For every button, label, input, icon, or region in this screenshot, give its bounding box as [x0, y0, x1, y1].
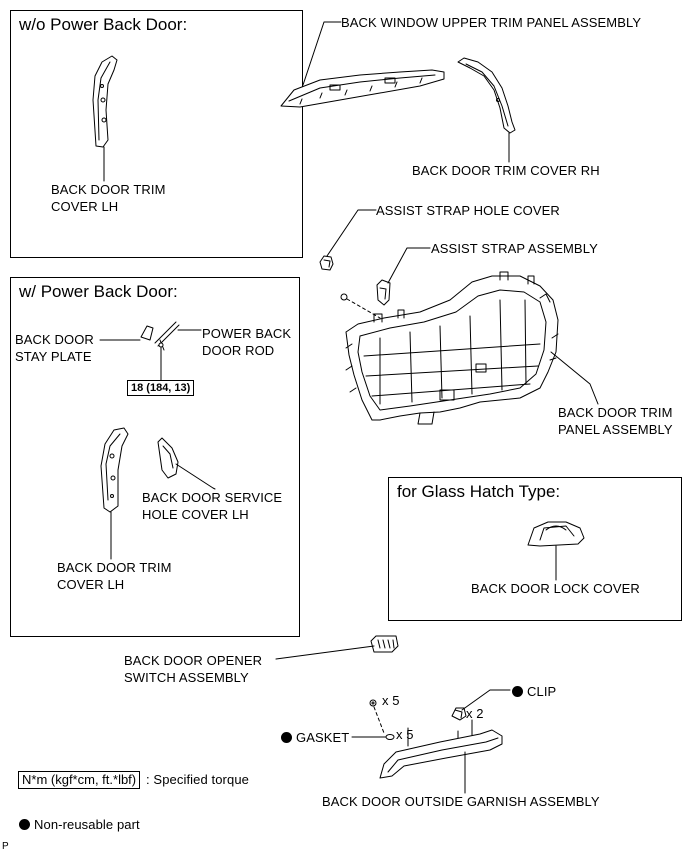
label-line-1: BACK DOOR OPENER — [124, 653, 263, 668]
label-back-door-stay-plate: BACK DOOR STAY PLATE — [15, 331, 94, 365]
label-line-2: SWITCH ASSEMBLY — [124, 670, 249, 685]
label-line-2: STAY PLATE — [15, 349, 92, 364]
trim-cover-lh-mid-part — [100, 427, 129, 513]
panel-glass-hatch-type: for Glass Hatch Type: — [388, 477, 682, 621]
stay-plate-and-rod-part — [140, 321, 180, 351]
leader-line — [275, 645, 375, 660]
trim-cover-lh-top-part — [92, 55, 118, 148]
label-line-1: POWER BACK — [202, 326, 292, 341]
label-back-door-trim-cover-lh-top: BACK DOOR TRIM COVER LH — [51, 181, 166, 215]
legend-nonreusable-text: Non-reusable part — [34, 817, 140, 832]
label-line-2: PANEL ASSEMBLY — [558, 422, 673, 437]
panel-title: w/o Power Back Door: — [19, 15, 188, 34]
label-power-back-door-rod: POWER BACK DOOR ROD — [202, 325, 291, 359]
label-assist-strap-assembly: ASSIST STRAP ASSEMBLY — [431, 241, 598, 256]
label-line-2: COVER LH — [51, 199, 119, 214]
leader-line — [326, 209, 377, 257]
panel-with-power-back-door: w/ Power Back Door: — [10, 277, 300, 637]
label-gasket-text: GASKET — [296, 730, 350, 745]
assist-strap-assembly-part — [376, 279, 391, 306]
service-hole-cover-part — [157, 437, 179, 479]
leader-line — [461, 689, 511, 711]
quantity-c: x 2 — [466, 706, 484, 721]
leader-line — [550, 351, 599, 405]
label-line-2: COVER LH — [57, 577, 125, 592]
legend-nonreusable: Non-reusable part — [19, 816, 140, 833]
opener-switch-part — [370, 635, 399, 653]
back-door-trim-panel-part — [345, 271, 559, 425]
legend-torque-unit: N*m (kgf*cm, ft.*lbf) — [18, 771, 141, 789]
label-gasket: GASKET — [281, 729, 349, 746]
clip-part — [451, 707, 467, 721]
assist-strap-hole-cover-part — [319, 255, 334, 271]
label-line-1: BACK DOOR TRIM — [51, 182, 166, 197]
label-line-1: BACK DOOR — [15, 332, 94, 347]
label-back-door-outside-garnish: BACK DOOR OUTSIDE GARNISH ASSEMBLY — [322, 794, 600, 809]
gasket-part — [351, 734, 395, 740]
panel-title: for Glass Hatch Type: — [397, 482, 561, 501]
label-back-door-service-hole-cover-lh: BACK DOOR SERVICE HOLE COVER LH — [142, 489, 282, 523]
label-line-1: BACK DOOR TRIM — [558, 405, 673, 420]
torque-value: 18 (184, 13) — [127, 380, 195, 396]
leader-line — [175, 463, 216, 490]
quantity-a: x 5 — [382, 693, 400, 708]
leader-line — [387, 247, 431, 284]
back-door-lock-cover-part — [527, 521, 585, 547]
label-line-1: BACK DOOR SERVICE — [142, 490, 283, 505]
label-back-door-trim-panel: BACK DOOR TRIM PANEL ASSEMBLY — [558, 404, 673, 438]
upper-trim-panel-part — [280, 69, 445, 108]
outside-garnish-part — [379, 719, 503, 779]
nonreusable-dot-icon — [512, 686, 523, 697]
legend-torque-text: : Specified torque — [146, 772, 249, 787]
trim-cover-rh-part — [457, 57, 516, 134]
leader-line — [302, 21, 342, 86]
nonreusable-dot-icon — [281, 732, 292, 743]
corner-mark: P — [2, 841, 9, 852]
label-clip-text: CLIP — [527, 684, 557, 699]
label-line-2: DOOR ROD — [202, 343, 275, 358]
nonreusable-dot-icon — [19, 819, 30, 830]
label-back-door-opener-switch: BACK DOOR OPENER SWITCH ASSEMBLY — [124, 652, 262, 686]
nut-part — [369, 699, 385, 734]
label-back-door-lock-cover: BACK DOOR LOCK COVER — [471, 581, 640, 596]
label-back-door-trim-cover-rh: BACK DOOR TRIM COVER RH — [412, 163, 600, 178]
panel-without-power-back-door: w/o Power Back Door: — [10, 10, 303, 258]
label-clip: CLIP — [512, 683, 556, 700]
label-line-1: BACK DOOR TRIM — [57, 560, 172, 575]
label-back-door-trim-cover-lh-mid: BACK DOOR TRIM COVER LH — [57, 559, 172, 593]
label-back-window-upper-trim: BACK WINDOW UPPER TRIM PANEL ASSEMBLY — [341, 15, 642, 30]
label-assist-strap-hole-cover: ASSIST STRAP HOLE COVER — [376, 203, 560, 218]
label-line-2: HOLE COVER LH — [142, 507, 249, 522]
quantity-b: x 5 — [396, 727, 414, 742]
panel-title: w/ Power Back Door: — [19, 282, 178, 301]
